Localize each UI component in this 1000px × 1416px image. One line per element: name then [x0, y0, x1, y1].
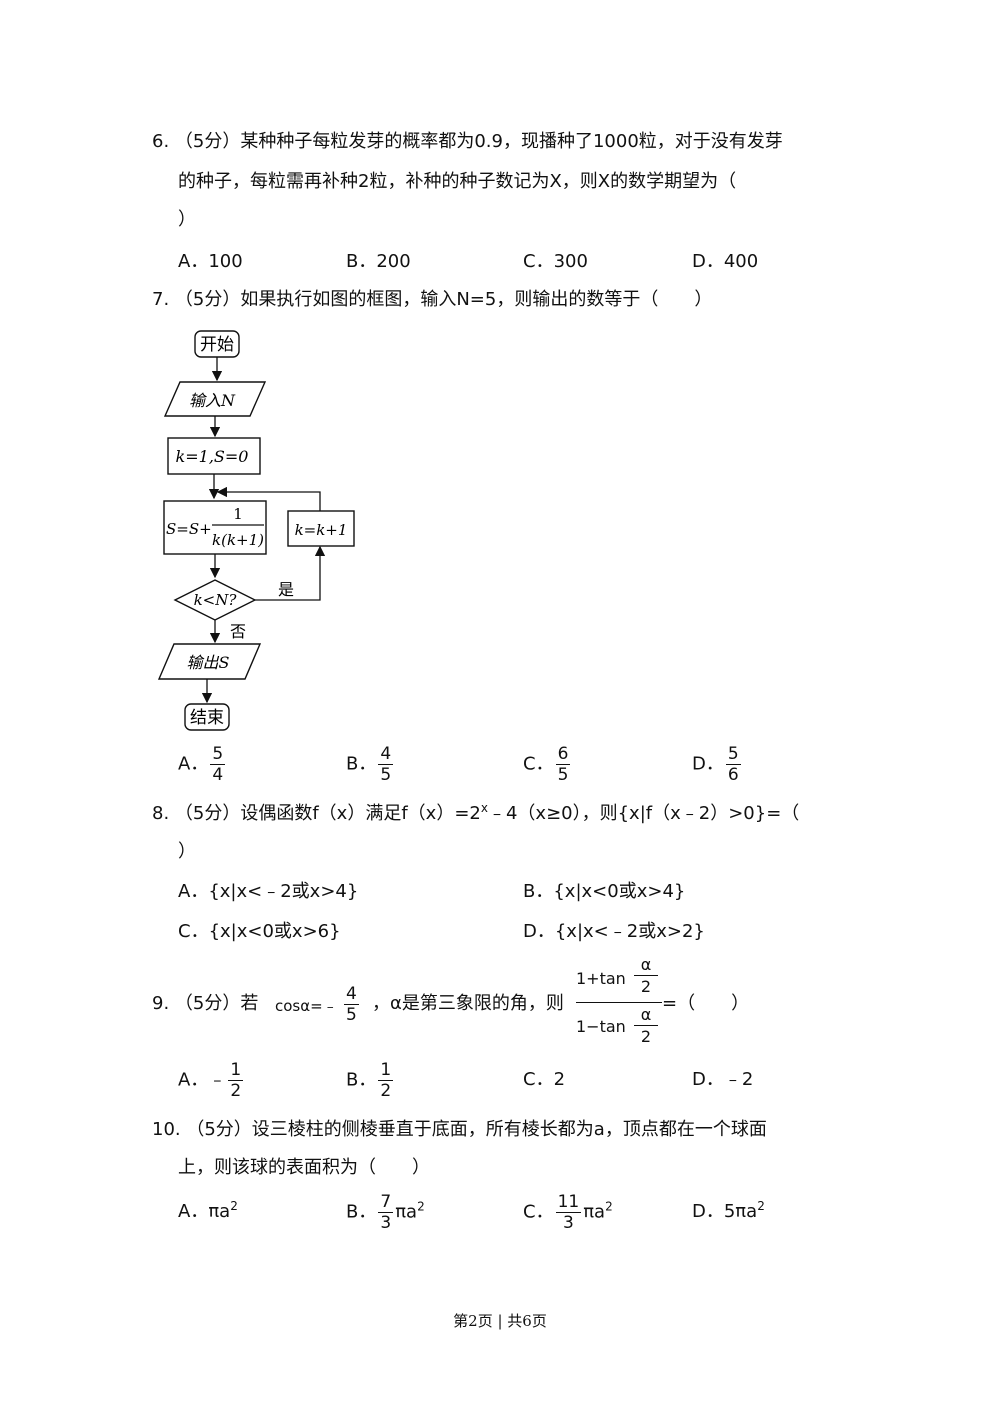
flow-increment-box [287, 510, 355, 547]
flow-update-den: k(k+1) [212, 531, 264, 549]
q8-option-d: D．{x|x<﹣2或x>2} [523, 921, 705, 942]
q6-option-a: A．100 [178, 251, 243, 272]
q7-line1: 7. （5分）如果执行如图的框图，输入N=5，则输出的数等于（ ） [152, 289, 713, 310]
flow-end-text: 结束 [190, 708, 224, 728]
page-footer: 第2页 | 共6页 [453, 1312, 547, 1330]
flow-init-text: k=1,S=0 [176, 447, 249, 466]
q10-line2: 上，则该球的表面积为（ ） [178, 1157, 430, 1178]
q9-den-two: 2 [640, 1027, 652, 1046]
flow-output-box [157, 643, 262, 680]
q9-num-alpha: α [634, 955, 658, 976]
q10-option-d: D．5πa2 [692, 1199, 765, 1222]
flow-update-num: 1 [233, 505, 243, 523]
q10-option-a: A．πa2 [178, 1199, 238, 1222]
q8-line1: 8. （5分）设偶函数f（x）满足f（x）=2x﹣4（x≥0），则{x|f（x﹣… [152, 801, 800, 824]
q8-line2: ） [178, 841, 196, 862]
q6-option-c: C．300 [523, 251, 588, 272]
q9-line1-prefix: 9. （5分）若 [152, 993, 259, 1014]
q9-suffix: =（ ） [662, 993, 750, 1014]
flow-end-box [184, 703, 230, 731]
q6-line2: 的种子，每粒需再补种2粒，补种的种子数记为X，则X的数学期望为（ [178, 171, 737, 192]
flow-update-lhs: S=S+ [166, 520, 212, 538]
flow-no-label: 否 [230, 622, 246, 641]
q9-big-fraction: 1+tan α 2 1−tan α 2 [576, 955, 662, 1051]
flow-output-text: 输出S [187, 653, 230, 672]
q6-line3: ） [178, 209, 196, 230]
q9-option-d: D．﹣2 [692, 1069, 754, 1090]
flow-input-text: 输入N [189, 391, 236, 410]
q9-big-num-text: 1+tan [576, 969, 626, 988]
q6-option-d: D．400 [692, 251, 759, 272]
q7-flowchart: 开始 输入N k=1,S=0 S=S+ 1 k(k+1) k<N? 是 k=k+… [157, 330, 355, 731]
q8-option-c: C．{x|x<0或x>6} [178, 921, 341, 942]
q6-line1: 6. （5分）某种种子每粒发芽的概率都为0.9，现播种了1000粒，对于没有发芽 [152, 131, 783, 152]
q9-num-two: 2 [640, 977, 652, 996]
flow-condition-text: k<N? [194, 591, 238, 609]
q8-option-a: A．{x|x<﹣2或x>4} [178, 881, 359, 902]
q9-main-bar [576, 1002, 662, 1003]
q9-option-c: C．2 [523, 1069, 566, 1090]
flow-start-text: 开始 [200, 335, 234, 355]
q9-big-den-text: 1−tan [576, 1017, 626, 1036]
q8-option-b: B．{x|x<0或x>4} [523, 881, 686, 902]
flow-increment-text: k=k+1 [295, 521, 348, 539]
q9-mid: ，α是第三象限的角，则 [372, 993, 564, 1014]
q9-cos: cosα=﹣ [275, 997, 338, 1015]
flow-yes-label: 是 [278, 580, 294, 599]
q10-line1: 10. （5分）设三棱柱的侧棱垂直于底面，所有棱长都为a，顶点都在一个球面 [152, 1119, 767, 1140]
flow-input-box [163, 381, 267, 417]
q6-option-b: B．200 [346, 251, 411, 272]
q9-den-alpha: α [634, 1005, 658, 1026]
